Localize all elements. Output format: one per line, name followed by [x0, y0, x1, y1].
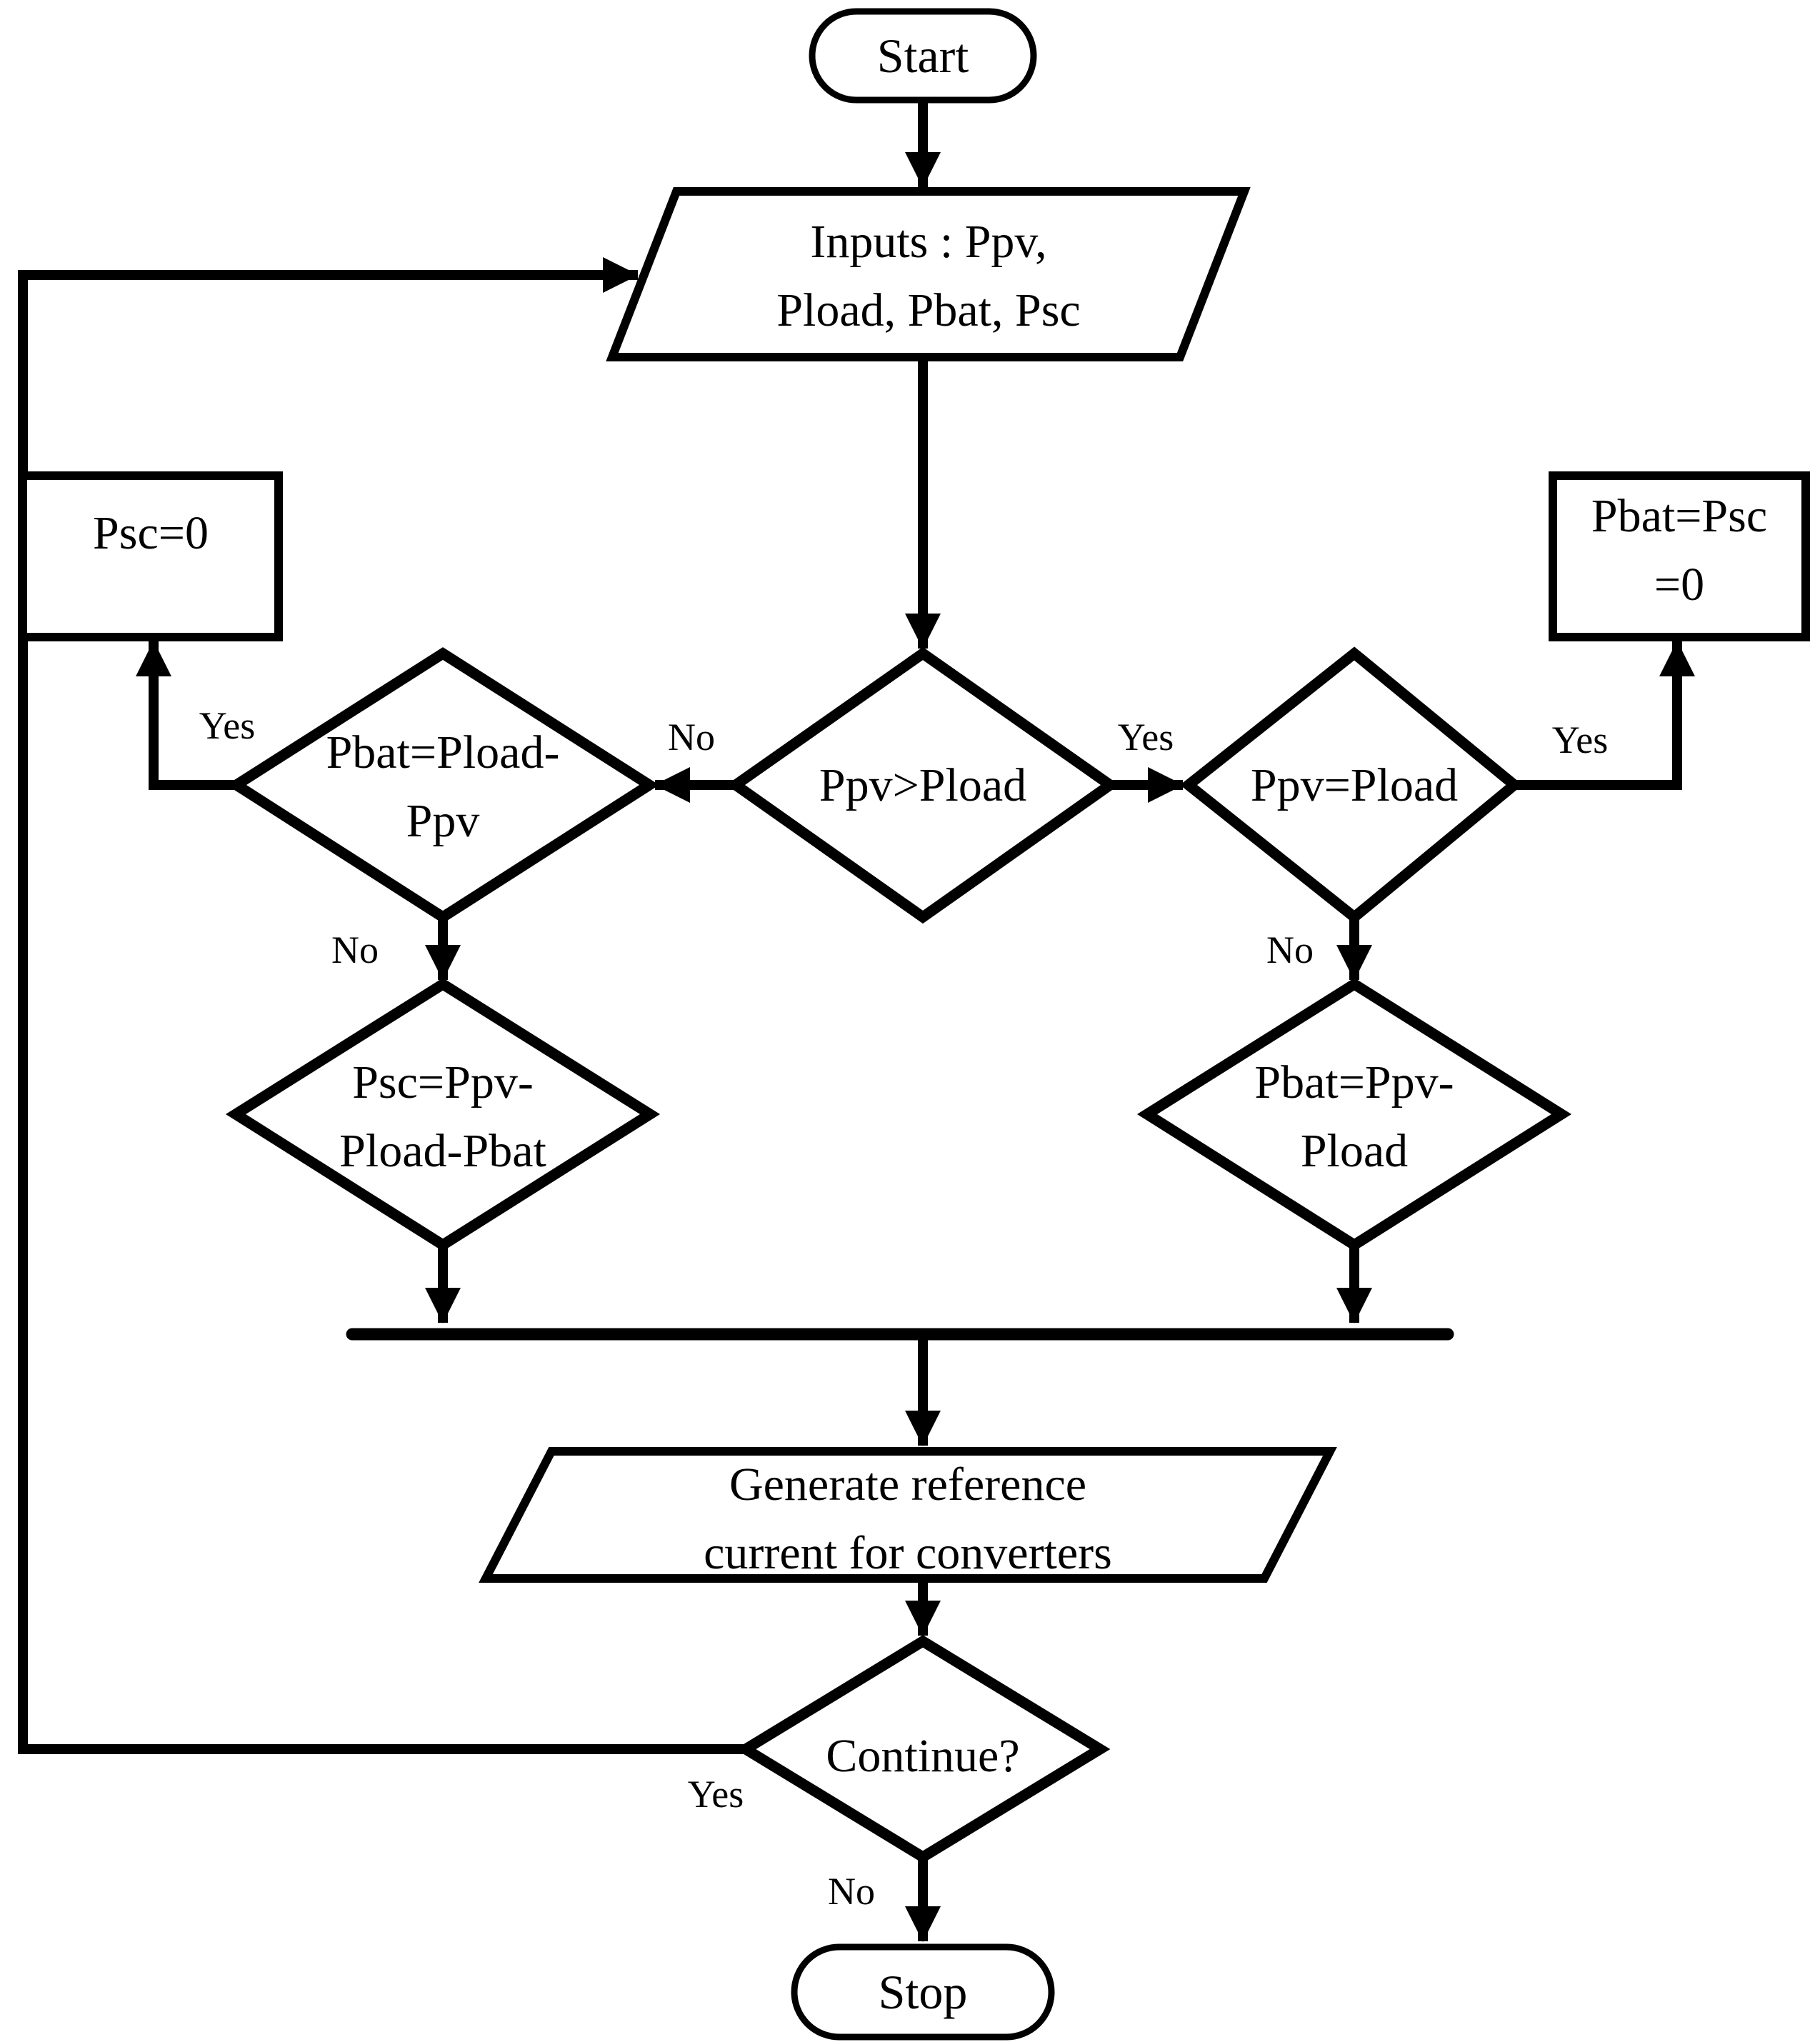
start-label: Start — [877, 29, 969, 83]
psc-eq-ppv-minus-pload-minus-pbat-label-line2: Pload-Pbat — [339, 1125, 546, 1177]
edge-label-yes-continue: Yes — [688, 1773, 744, 1816]
ppv-eq-pload-diamond-shape — [1179, 646, 1523, 924]
psc-eq-0-label: Psc=0 — [93, 507, 209, 559]
ppv-eq-pload-label: Ppv=Pload — [1251, 759, 1458, 811]
inputs-label-line2: Pload, Pbat, Psc — [776, 284, 1080, 336]
continue-label: Continue? — [826, 1730, 1019, 1782]
pbat-eq-ppv-minus-pload-label-line2: Pload — [1301, 1125, 1408, 1177]
node-decision-ppv-eq-pload: Ppv=Pload — [1179, 646, 1523, 924]
psc-eq-ppv-minus-pload-minus-pbat-label-line1: Psc=Ppv- — [352, 1056, 534, 1108]
edge-continue-yes-loop-to-inputs — [18, 257, 746, 1754]
node-decision-psc-eq-ppv-minus-pload-minus-pbat: Psc=Ppv- Pload-Pbat — [225, 978, 661, 1251]
edge-label-no-main-left: No — [668, 716, 715, 759]
continue-diamond-shape — [735, 1635, 1111, 1863]
generate-reference-parallelogram-shape — [479, 1447, 1337, 1583]
edge-label-no-right-down: No — [1266, 929, 1314, 971]
pbat-psc-eq-0-label-line1: Pbat=Psc — [1591, 490, 1767, 542]
node-pbat-psc-eq-0: Pbat=Psc =0 — [1549, 471, 1810, 641]
pbat-eq-pload-minus-ppv-label-line1: Pbat=Pload- — [326, 726, 560, 779]
flow-edges — [18, 100, 1695, 1942]
node-decision-pbat-eq-pload-minus-ppv: Pbat=Pload- Ppv — [226, 647, 659, 924]
stop-terminal-shape — [791, 1943, 1055, 2041]
node-psc-eq-0: Psc=0 — [19, 471, 283, 641]
node-stop: Stop — [791, 1943, 1055, 2041]
node-inputs: Inputs : Ppv, Pload, Pbat, Psc — [606, 187, 1251, 361]
node-decision-ppv-gt-pload: Ppv>Pload — [726, 646, 1120, 924]
edge-label-yes-right-box: Yes — [1552, 719, 1609, 761]
edge-label-no-continue: No — [828, 1870, 875, 1913]
start-terminal-shape — [809, 8, 1037, 104]
edge-labels: Yes No Yes Yes No No Yes No — [199, 704, 1609, 1913]
pbat-eq-ppv-minus-pload-diamond-shape — [1136, 978, 1572, 1251]
edge-left-decision-yes-to-psc-box — [136, 641, 236, 790]
generate-reference-label-line1: Generate reference — [729, 1458, 1086, 1511]
edge-right-decision-yes-to-pbat-box — [1514, 641, 1695, 790]
pbat-psc-eq-0-label-line2: =0 — [1654, 559, 1704, 611]
node-start: Start — [809, 8, 1037, 104]
node-generate-reference: Generate reference current for converter… — [479, 1447, 1337, 1583]
flow-nodes: Start Inputs : Ppv, Pload, Pbat, Psc Ppv… — [19, 8, 1810, 2041]
pbat-psc-eq-0-box-shape — [1549, 471, 1810, 641]
pbat-eq-pload-minus-ppv-diamond-shape — [226, 647, 659, 924]
pbat-eq-ppv-minus-pload-label-line1: Pbat=Ppv- — [1254, 1056, 1454, 1108]
inputs-label-line1: Inputs : Ppv, — [810, 216, 1046, 268]
edge-label-yes-left-box: Yes — [199, 704, 256, 747]
node-decision-continue: Continue? — [735, 1635, 1111, 1863]
edge-label-yes-main-right: Yes — [1118, 716, 1174, 759]
inputs-parallelogram-shape — [606, 187, 1251, 361]
generate-reference-label-line2: current for converters — [704, 1527, 1112, 1579]
psc-eq-ppv-minus-pload-minus-pbat-diamond-shape — [225, 978, 661, 1251]
ppv-gt-pload-diamond-shape — [726, 646, 1120, 924]
pbat-eq-pload-minus-ppv-label-line2: Ppv — [406, 795, 480, 847]
ppv-gt-pload-label: Ppv>Pload — [819, 759, 1026, 811]
node-decision-pbat-eq-ppv-minus-pload: Pbat=Ppv- Pload — [1136, 978, 1572, 1251]
psc-eq-0-box-shape — [19, 471, 283, 641]
stop-label: Stop — [879, 1965, 968, 2019]
edge-label-no-left-down: No — [331, 929, 379, 971]
